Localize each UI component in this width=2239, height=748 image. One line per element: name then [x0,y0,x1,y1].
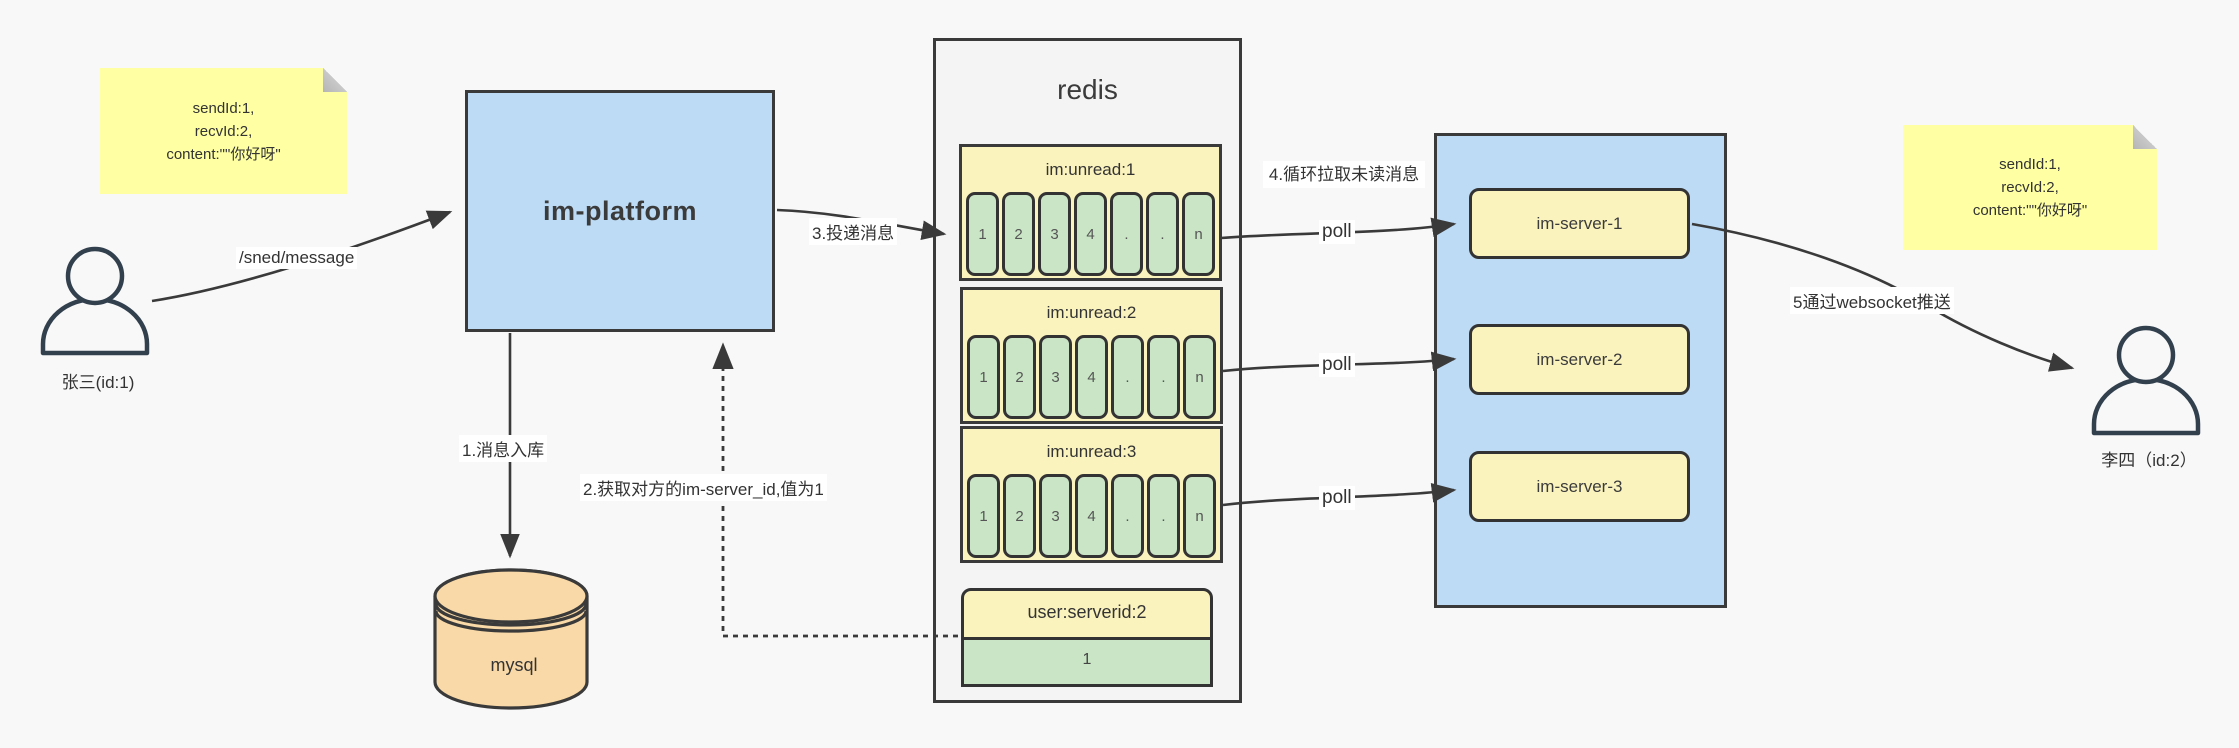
label-step4: 4.循环拉取未读消息 [1263,161,1425,188]
queue-cell: 2 [1003,335,1036,419]
queue-im-unread-1: im:unread:1 1 2 3 4 . . n [959,144,1222,281]
queue-cell: 3 [1039,474,1072,558]
label-step1: 1.消息入库 [459,435,548,462]
queue-cell: . [1110,192,1143,276]
label-step3: 3.投递消息 [809,218,898,245]
sticky-note-left: sendId:1, recvId:2, content:""你好呀" [100,68,347,194]
label-step2: 2.获取对方的im-server_id,值为1 [580,474,827,501]
label-poll-1: poll [1319,220,1355,244]
mysql-cylinder-icon [433,568,589,710]
note-line: recvId:2, [2001,179,2059,196]
sticky-note-right: sendId:1, recvId:2, content:""你好呀" [1903,125,2157,250]
kv-key: user:serverid:2 [961,588,1213,640]
receiver-person-icon [2091,325,2201,436]
note-line: sendId:1, [1999,156,2061,173]
queue-im-unread-2: im:unread:2 1 2 3 4 . . n [960,287,1223,424]
mysql-label: mysql [490,655,538,675]
note-corner-fold-icon [323,68,347,92]
receiver-label: 李四（id:2） [2101,451,2197,470]
queue-im-unread-3: im:unread:3 1 2 3 4 . . n [960,426,1223,563]
im-server-1-box: im-server-1 [1469,188,1690,259]
queue-cell: 3 [1039,335,1072,419]
im-server-3-box: im-server-3 [1469,451,1690,522]
queue-cell: 1 [966,192,999,276]
queue-cell: . [1111,474,1144,558]
label-send-api: /sned/message [236,247,358,269]
queue-cell: 1 [967,474,1000,558]
queue-cell: n [1183,474,1216,558]
note-corner-fold-icon [2133,125,2157,149]
user-serverid-box: user:serverid:2 1 [961,588,1213,687]
queue-cell: . [1146,192,1179,276]
queue-cell: 2 [1003,474,1036,558]
queue-cell: n [1183,335,1216,419]
label-poll-2: poll [1319,353,1355,377]
queue-cell: . [1111,335,1144,419]
sender-label: 张三(id:1) [61,373,135,392]
queue-cell: n [1182,192,1215,276]
queue-cell: 4 [1075,474,1108,558]
kv-value: 1 [961,640,1213,687]
label-step5: 5通过websocket推送 [1790,287,1954,314]
note-line: content:""你好呀" [166,145,281,163]
queue-cell: 3 [1038,192,1071,276]
queue-cell: 1 [967,335,1000,419]
note-line: content:""你好呀" [1972,202,2088,219]
queue-cell: 2 [1002,192,1035,276]
redis-title: redis [1057,74,1118,105]
note-line: recvId:2, [194,122,253,140]
label-poll-3: poll [1319,486,1355,510]
queue-cell: . [1147,335,1180,419]
queue-header: im:unread:2 [1046,303,1137,322]
im-platform-box: im-platform [465,90,775,332]
queue-cells: 1 2 3 4 . . n [967,335,1216,419]
sender-person-icon [40,246,150,356]
queue-cells: 1 2 3 4 . . n [966,192,1215,276]
queue-cell: 4 [1074,192,1107,276]
note-line: sendId:1, [192,99,255,117]
queue-header: im:unread:3 [1046,442,1137,461]
queue-cell: 4 [1075,335,1108,419]
queue-cells: 1 2 3 4 . . n [967,474,1216,558]
im-server-2-box: im-server-2 [1469,324,1690,395]
queue-header: im:unread:1 [1045,160,1136,179]
queue-cell: . [1147,474,1180,558]
